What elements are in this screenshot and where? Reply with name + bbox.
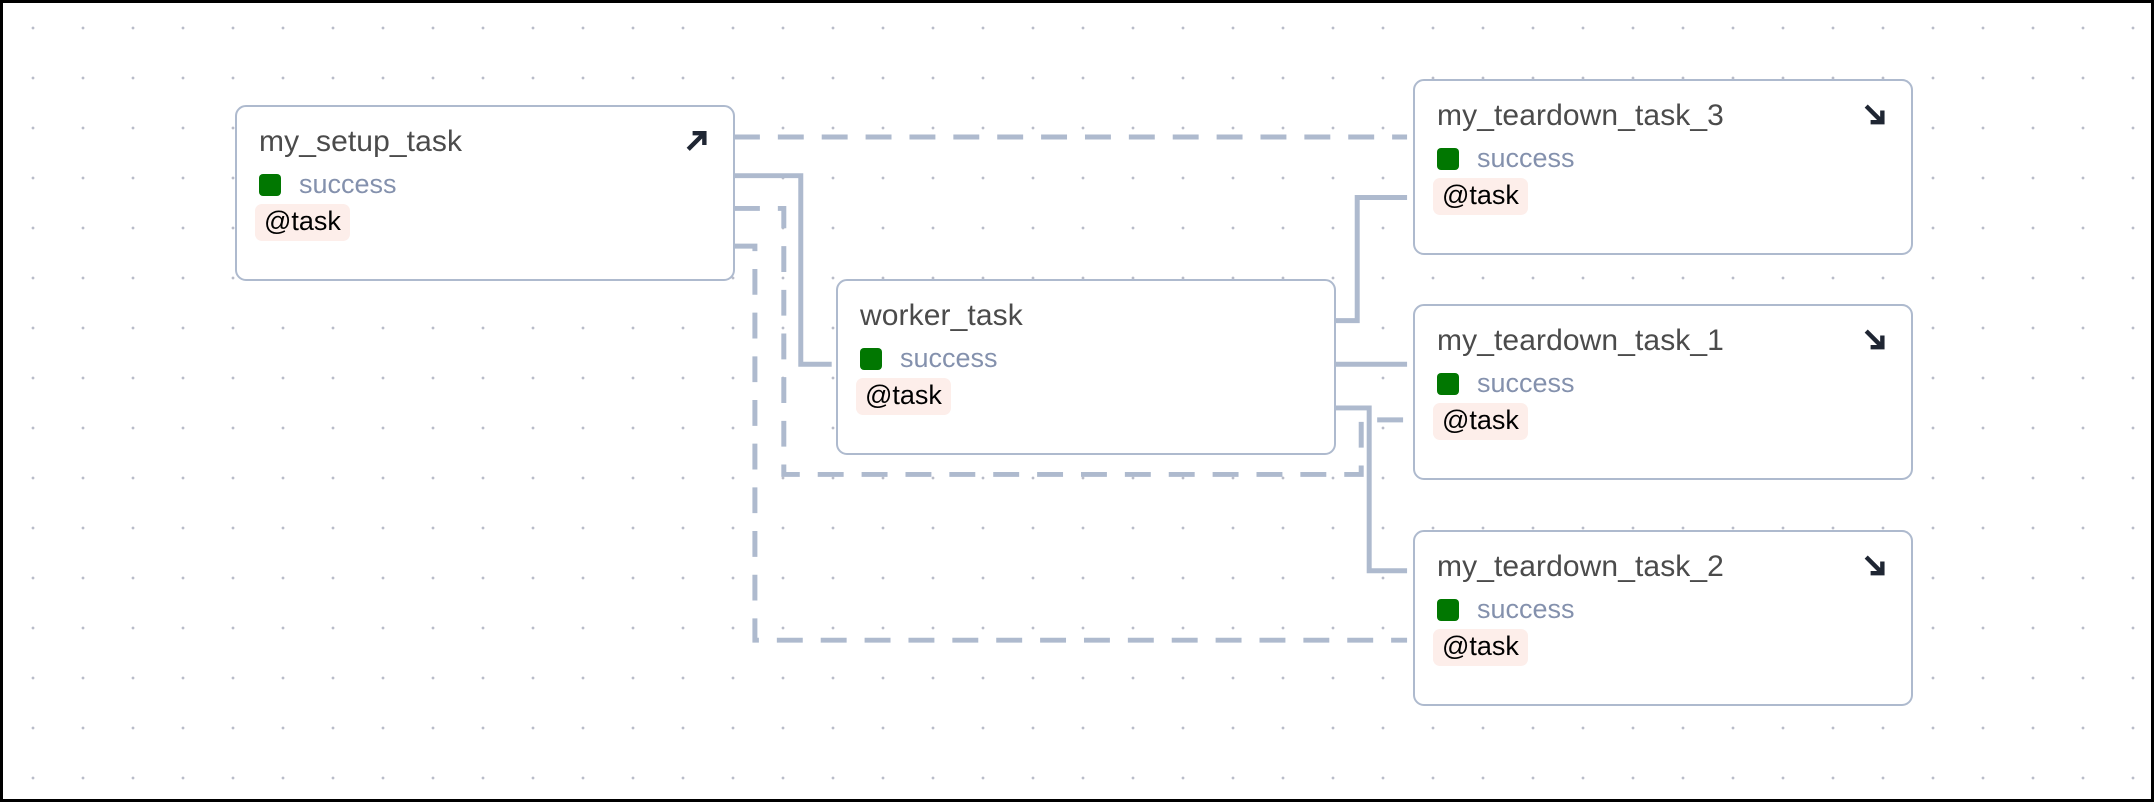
task-node-status: success bbox=[860, 343, 998, 374]
status-label: success bbox=[1477, 368, 1575, 398]
task-decorator-badge: @task bbox=[255, 204, 350, 241]
status-label: success bbox=[299, 169, 397, 199]
task-node-title: worker_task bbox=[860, 299, 1023, 332]
graph-edge bbox=[1334, 405, 1408, 574]
task-node-status: success bbox=[1437, 368, 1575, 399]
task-decorator-badge: @task bbox=[856, 378, 951, 415]
graph-edge bbox=[733, 173, 832, 367]
task-node-title: my_teardown_task_1 bbox=[1437, 324, 1724, 357]
task-node-title: my_teardown_task_2 bbox=[1437, 550, 1724, 583]
task-node-title: my_setup_task bbox=[259, 125, 463, 158]
status-swatch-icon bbox=[1437, 372, 1459, 395]
status-label: success bbox=[1477, 594, 1575, 624]
status-label: success bbox=[1477, 143, 1575, 173]
status-swatch-icon bbox=[860, 347, 882, 370]
graph-edge bbox=[1334, 195, 1408, 324]
arrow-down-right-icon bbox=[1857, 322, 1891, 356]
task-node-status: success bbox=[259, 169, 397, 200]
status-swatch-icon bbox=[259, 173, 281, 196]
task-node-title: my_teardown_task_3 bbox=[1437, 99, 1724, 132]
status-swatch-icon bbox=[1437, 598, 1459, 621]
task-decorator-badge: @task bbox=[1433, 403, 1528, 440]
arrow-up-right-icon bbox=[679, 123, 713, 157]
task-decorator-badge: @task bbox=[1433, 178, 1528, 215]
arrow-down-right-icon bbox=[1857, 548, 1891, 582]
task-decorator-badge: @task bbox=[1433, 629, 1528, 666]
task-node-status: success bbox=[1437, 594, 1575, 625]
task-node-status: success bbox=[1437, 143, 1575, 174]
status-swatch-icon bbox=[1437, 147, 1459, 170]
arrow-down-right-icon bbox=[1857, 97, 1891, 131]
status-label: success bbox=[900, 343, 998, 373]
